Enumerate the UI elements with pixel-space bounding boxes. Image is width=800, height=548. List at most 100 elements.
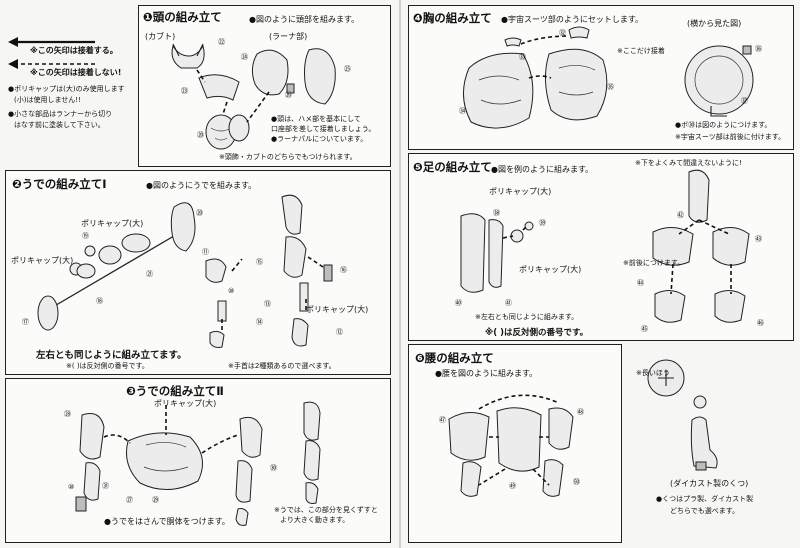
section-desc: ●図を例のように組みます。 xyxy=(491,165,594,174)
waist-parts-illustration xyxy=(448,394,574,497)
head-parts-illustration xyxy=(171,43,336,150)
boot-note-b: どちらでも選べます。 xyxy=(670,507,740,515)
part-number: ⑮ xyxy=(256,258,263,266)
part-number: ⑳ xyxy=(197,131,204,139)
label-ranaa: (ラーナ部) xyxy=(269,32,308,41)
part-number: ⑱ xyxy=(96,297,103,305)
part-number: ㊳ xyxy=(493,209,500,217)
section-title: ❺足の組み立て xyxy=(413,160,492,174)
part-number: ㊺ xyxy=(641,325,648,333)
part-number: ㊹ xyxy=(637,279,644,287)
arm-body-illustration xyxy=(75,401,321,526)
part-number: ⑯ xyxy=(340,266,347,274)
part-number: ⑰ xyxy=(22,318,29,326)
glue-here-note: ※ここだけ接着 xyxy=(617,47,665,55)
part-number: ㊵ xyxy=(455,299,462,307)
chest-parts-illustration xyxy=(463,26,754,129)
section-desc: ●図のように頭部を組みます。 xyxy=(249,15,360,24)
section-arm-assembly-2: ❸うでの組み立てⅡ ポリキャップ(大) ㉘ ㉗ ㉙ ㉚ ㉛ ⑩ ●うでをはさん xyxy=(5,378,391,543)
part-number: ㊸ xyxy=(755,235,762,243)
part-number: ㉕ xyxy=(344,65,351,73)
part-number: ㉞ xyxy=(459,107,466,115)
part-number: ⑭ xyxy=(256,318,263,326)
head-note-c: ●ラーナパルについています。 xyxy=(271,135,368,143)
leg-note-same: ※左右とも同じように組みます。 xyxy=(475,313,579,321)
leg-warning: ※下をよくみて間違えないように! xyxy=(635,159,742,167)
section-desc: ●腰を図のように組みます。 xyxy=(435,369,538,378)
arm-parts-illustration xyxy=(37,194,333,348)
part-number: ㊱ xyxy=(755,45,762,53)
part-number: ㊿ xyxy=(573,478,580,486)
chest-note-b: ※宇宙スーツ部は前後に付けます。 xyxy=(675,133,786,141)
part-number: ⑪ xyxy=(202,248,209,256)
part-number: ⑫ xyxy=(336,328,343,336)
poly-cap-large-label: ポリキャップ(大) xyxy=(11,256,74,265)
arm2-note-b: より大きく動きます。 xyxy=(280,516,350,524)
part-number: ㊼ xyxy=(439,416,446,424)
arm1-caption: 左右とも同じように組み立てます。 xyxy=(36,350,187,361)
part-number: ⑩ xyxy=(68,483,75,491)
part-number: ㊽ xyxy=(577,408,584,416)
section-title: ❹胸の組み立て xyxy=(413,11,492,25)
legend-note-1: ●ポリキャップは(大)のみ使用します xyxy=(8,85,125,93)
part-number: ㉜ xyxy=(559,29,566,37)
part-number: ㉖ xyxy=(285,91,292,99)
poly-cap-large-label: ポリキャップ(大) xyxy=(519,265,582,274)
part-number: ⑩ xyxy=(228,287,235,295)
part-number: ㉒ xyxy=(218,38,225,46)
pin-note: ※長いほう xyxy=(636,369,670,377)
leg-parts-illustration xyxy=(460,169,750,323)
section-arm-assembly-1: ❷うでの組み立てⅠ ●図のようにうでを組みます。 xyxy=(5,170,391,375)
section-title: ❸うでの組み立てⅡ xyxy=(126,384,224,398)
left-page: ※この矢印は接着する。 ※この矢印は接着しない! ●ポリキャップは(大)のみ使用… xyxy=(5,5,391,543)
arm1-note-hand: ※手首は2種類あるので選べます。 xyxy=(228,362,336,370)
part-number: ㊷ xyxy=(677,211,684,219)
part-number: ⑳ xyxy=(196,209,203,217)
section-title: ❷うでの組み立てⅠ xyxy=(12,177,107,191)
leg-note-numbers: ※( )は反対側の番号です。 xyxy=(485,328,589,338)
section-desc: ●宇宙スーツ部のようにセットします。 xyxy=(501,15,644,24)
part-number: ㉛ xyxy=(102,482,109,490)
part-number: ㉟ xyxy=(607,83,614,91)
boot-illustration xyxy=(647,359,718,471)
part-number: ㉝ xyxy=(519,53,526,61)
part-number: ㉗ xyxy=(126,496,133,504)
section-title: ❶頭の組み立て xyxy=(143,10,222,24)
leg-note-vert: ※前後につけます。 xyxy=(623,259,685,267)
poly-cap-large-label: ポリキャップ(大) xyxy=(306,305,369,314)
poly-cap-large-label: ポリキャップ(大) xyxy=(81,219,144,228)
part-number: ㉚ xyxy=(270,464,277,472)
legend-arrows xyxy=(8,37,95,69)
side-view-label: (横から見た図) xyxy=(687,19,742,28)
part-number: ㊻ xyxy=(757,319,764,327)
head-note-b: 口座部を差して接着しましょう。 xyxy=(271,125,376,133)
poly-cap-large-label: ポリキャップ(大) xyxy=(489,187,552,196)
part-number: ㊲ xyxy=(741,97,748,105)
part-number: ㉔ xyxy=(241,53,248,61)
part-number: ㉓ xyxy=(181,87,188,95)
legend-solid-arrow-text: ※この矢印は接着する。 xyxy=(30,46,118,55)
part-number: ㊾ xyxy=(509,482,516,490)
legend-note-2: ●小さな部品はランナーから切り xyxy=(8,110,113,118)
part-number: ㊴ xyxy=(539,219,546,227)
part-number: ⑲ xyxy=(82,232,89,240)
head-note-bottom: ※頭飾・カブトのどちらでもつけられます。 xyxy=(219,153,357,161)
legend-note-1b: (小)は使用しません!! xyxy=(14,96,81,104)
label-kabuto: (カブト) xyxy=(145,32,176,41)
chest-note-a: ●ボ㉚は図のようにつけます。 xyxy=(675,121,772,129)
head-note-a: ●頭は、ハメ部を基本にして xyxy=(271,115,361,123)
arm2-note-a: ※うでは、この部分を見くずすと xyxy=(274,506,378,514)
part-number: ㉙ xyxy=(152,496,159,504)
section-chest-assembly: ❹胸の組み立て ●宇宙スーツ部のようにセットします。 (横から見た図) ※ここだ… xyxy=(408,5,794,150)
section-waist-assembly: ❻腰の組み立て ●腰を図のように組みます。 ㊼ ㊽ ㊾ ㊿ xyxy=(408,344,622,543)
right-page: ❹胸の組み立て ●宇宙スーツ部のようにセットします。 (横から見た図) ※ここだ… xyxy=(400,0,800,548)
page-fold xyxy=(399,0,401,548)
section-title: ❻腰の組み立て xyxy=(415,351,494,365)
arm2-caption: ●うでをはさんで胴体をつけます。 xyxy=(104,517,230,526)
section-leg-assembly: ❺足の組み立て ●図を例のように組みます。 ※下をよくみて間違えないように! ポ… xyxy=(408,153,794,341)
diecast-boot-label: (ダイカスト製のくつ) xyxy=(670,479,749,488)
section-desc: ●図のようにうでを組みます。 xyxy=(146,181,257,190)
part-number: ㉑ xyxy=(146,270,153,278)
arm1-note-numbers: ※( )は反対側の番号です。 xyxy=(66,362,149,370)
legend-note-2b: はなす前に塗装して下さい。 xyxy=(14,121,105,129)
